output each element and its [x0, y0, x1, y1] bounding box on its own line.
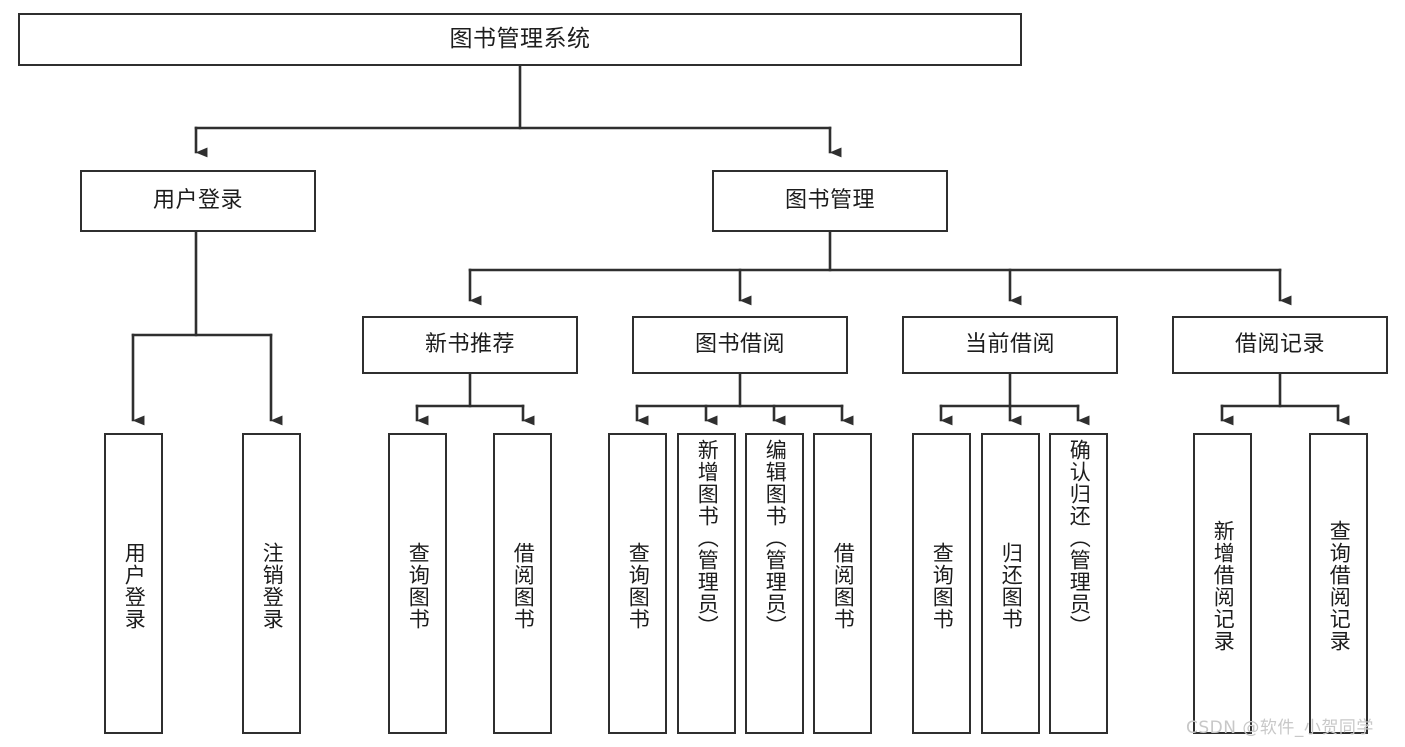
leaf-add-borrow-record[interactable]: 新增借阅记录 — [1193, 433, 1252, 734]
node-book-manage[interactable]: 图书管理 — [712, 170, 948, 232]
node-label: 归还图书 — [999, 541, 1024, 630]
leaf-query-book-new-recommend[interactable]: 查询图书 — [388, 433, 447, 734]
leaf-add-book[interactable]: 新增图书（管理员） — [677, 433, 736, 734]
leaf-query-book-borrow[interactable]: 查询图书 — [608, 433, 667, 734]
node-label: 新书推荐 — [424, 332, 515, 358]
node-current-borrow[interactable]: 当前借阅 — [902, 316, 1118, 374]
node-label: 注销登录 — [260, 541, 285, 630]
node-label: 编辑图书（管理员） — [763, 439, 788, 637]
node-book-borrow[interactable]: 图书借阅 — [632, 316, 848, 374]
node-root-book-management-system[interactable]: 图书管理系统 — [18, 13, 1022, 66]
leaf-query-book-current[interactable]: 查询图书 — [912, 433, 971, 734]
node-label: 借阅记录 — [1234, 332, 1325, 358]
node-label: 查询图书 — [626, 541, 651, 630]
leaf-user-login[interactable]: 用户登录 — [104, 433, 163, 734]
node-label: 借阅图书 — [511, 541, 536, 630]
node-label: 借阅图书 — [831, 541, 856, 630]
leaf-borrow-book[interactable]: 借阅图书 — [813, 433, 872, 734]
node-label: 图书借阅 — [694, 332, 785, 358]
node-borrow-record[interactable]: 借阅记录 — [1172, 316, 1388, 374]
leaf-confirm-return[interactable]: 确认归还（管理员） — [1049, 433, 1108, 734]
node-label: 图书管理 — [784, 188, 875, 214]
node-label: 用户登录 — [122, 541, 147, 630]
node-label: 当前借阅 — [964, 332, 1055, 358]
node-label: 确认归还（管理员） — [1067, 439, 1092, 637]
leaf-borrow-book-new-recommend[interactable]: 借阅图书 — [493, 433, 552, 734]
node-label: 图书管理系统 — [449, 26, 591, 53]
leaf-query-borrow-record[interactable]: 查询借阅记录 — [1309, 433, 1368, 734]
leaf-logout[interactable]: 注销登录 — [242, 433, 301, 734]
node-new-book-recommend[interactable]: 新书推荐 — [362, 316, 578, 374]
node-user-login[interactable]: 用户登录 — [80, 170, 316, 232]
csdn-watermark: CSDN @软件_小贺同学 — [1186, 718, 1374, 738]
node-label: 新增借阅记录 — [1211, 519, 1236, 652]
leaf-return-book[interactable]: 归还图书 — [981, 433, 1040, 734]
node-label: 查询图书 — [930, 541, 955, 630]
node-label: 查询借阅记录 — [1327, 519, 1352, 652]
node-label: 用户登录 — [152, 188, 243, 214]
node-label: 新增图书（管理员） — [695, 439, 720, 637]
node-label: 查询图书 — [406, 541, 431, 630]
leaf-edit-book[interactable]: 编辑图书（管理员） — [745, 433, 804, 734]
